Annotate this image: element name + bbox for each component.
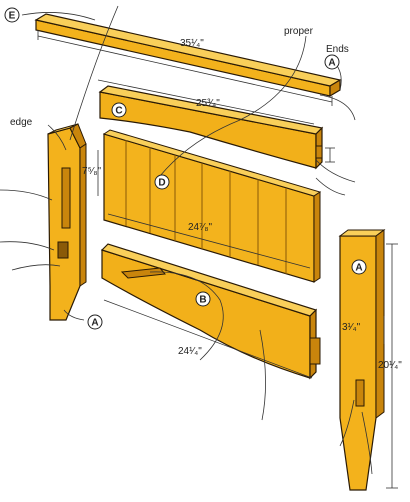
dim-leg-height: 20¹⁄₄" [378,360,402,371]
panel-d [102,129,322,283]
callout-e: E [4,7,20,23]
callout-a-left: A [87,314,103,330]
dim-panel-width: 24⁷⁄₈" [188,222,213,233]
callout-a-ends: A [324,54,340,70]
dim-lower-rail-length: 24¹⁄₄" [178,346,202,357]
label-e: E [9,11,16,22]
annotation-edge: edge [10,117,33,128]
left-leg [47,123,87,321]
lower-rail-b [100,243,321,380]
label-a-left: A [91,318,98,329]
callout-b: B [195,291,211,307]
label-c: C [115,106,122,117]
dim-top-rail-length: 35¹⁄₄" [180,38,204,49]
label-b: B [199,295,206,306]
label-a-ends: A [328,58,335,69]
right-leg-a [338,229,386,491]
callout-a-right-leg: A [351,259,367,275]
upper-rail-c [98,85,324,170]
callout-c: C [111,102,127,118]
callout-d: D [154,174,170,190]
label-a: A [355,263,362,274]
dim-leg-width: 3¹⁄₄" [342,322,361,333]
label-d: D [158,178,165,189]
annotation-ends: Ends [326,44,349,55]
dim-upper-rail-length: 25³⁄₄" [196,98,220,109]
annotation-proper: proper [284,26,314,37]
dim-panel-height: 7⁵⁄₈" [82,166,102,177]
top-rail-e [34,13,342,98]
